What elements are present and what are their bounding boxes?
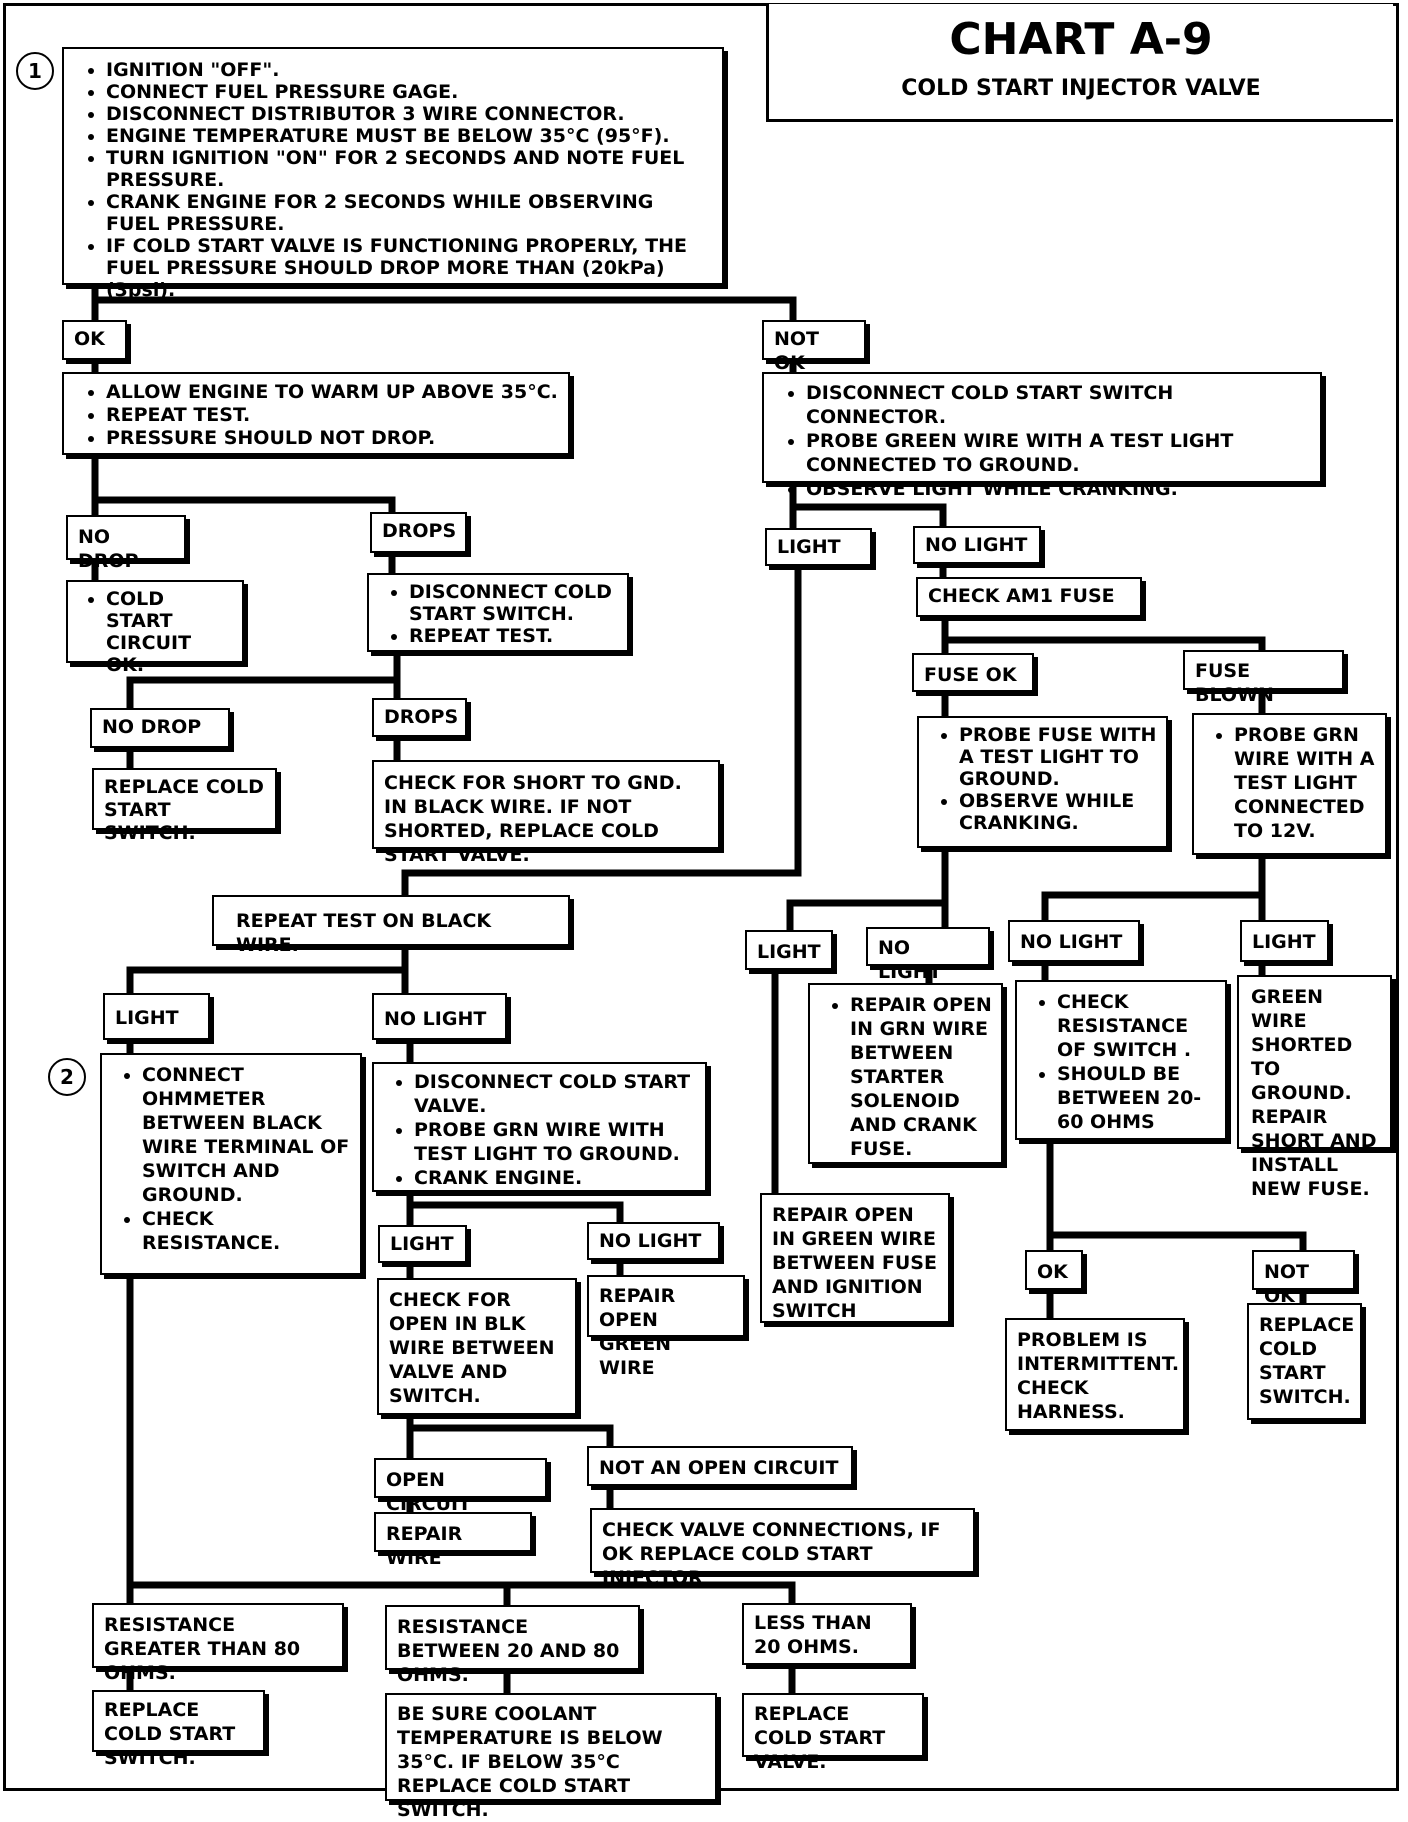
warm-step: PRESSURE SHOULD NOT DROP. bbox=[106, 427, 558, 450]
repair-starter-text: REPAIR OPEN IN GRN WIRE BETWEEN STARTER … bbox=[850, 993, 993, 1161]
resistance-between-box: RESISTANCE BETWEEN 20 AND 80 OHMS. bbox=[385, 1605, 640, 1686]
line-resist-branch bbox=[1046, 1231, 1307, 1254]
check-resistance-step: CHECK RESISTANCE OF SWITCH . bbox=[1057, 990, 1217, 1062]
disconnect-valve-step: CRANK ENGINE. bbox=[414, 1166, 697, 1190]
line-probe-branch bbox=[789, 479, 947, 531]
repair-open-starter-box: REPAIR OPEN IN GRN WIRE BETWEEN STARTER … bbox=[808, 983, 1003, 1164]
repair-open-green-box: REPAIR OPEN GREEN WIRE bbox=[587, 1275, 745, 1379]
chart-title-block: CHART A-9 COLD START INJECTOR VALVE bbox=[766, 4, 1393, 122]
label-light-3: LIGHT bbox=[745, 930, 833, 970]
check-short-box: CHECK FOR SHORT TO GND. IN BLACK WIRE. I… bbox=[372, 760, 720, 866]
label-not-ok-2: NOT OK bbox=[1252, 1250, 1355, 1307]
label-no-drop-1: NO DROP bbox=[66, 515, 186, 572]
check-valve-connections-box: CHECK VALVE CONNECTIONS, IF OK REPLACE C… bbox=[590, 1508, 975, 1589]
start-step: IF COLD START VALVE IS FUNCTIONING PROPE… bbox=[106, 235, 712, 301]
label-no-light-1: NO LIGHT bbox=[913, 526, 1041, 564]
chart-subtitle: COLD START INJECTOR VALVE bbox=[901, 76, 1261, 101]
replace-valve-box: REPLACE COLD START VALVE. bbox=[742, 1693, 924, 1773]
probe-grn-12v-box: PROBE GRN WIRE WITH A TEST LIGHT CONNECT… bbox=[1192, 713, 1387, 855]
green-wire-shorted-box: GREEN WIRE SHORTED TO GROUND. REPAIR SHO… bbox=[1237, 975, 1392, 1200]
probe-step: PROBE GREEN WIRE WITH A TEST LIGHT CONNE… bbox=[806, 429, 1310, 477]
replace-switch-box-3: REPLACE COLD START SWITCH. bbox=[92, 1690, 265, 1769]
chart-title: CHART A-9 bbox=[949, 14, 1213, 65]
label-drops-1: DROPS bbox=[370, 512, 467, 553]
start-step: IGNITION "OFF". bbox=[106, 59, 712, 81]
label-light-4: LIGHT bbox=[1240, 920, 1329, 962]
resistance-less-box: LESS THAN 20 OHMS. bbox=[742, 1603, 912, 1665]
label-ok: OK bbox=[62, 320, 127, 360]
label-light-5: LIGHT bbox=[378, 1225, 467, 1263]
line-light1-to-repeat bbox=[401, 560, 802, 899]
line-disconnect-branch bbox=[126, 648, 401, 712]
line-repeat-branch bbox=[126, 942, 409, 997]
ohmmeter-step: CONNECT OHMMETER BETWEEN BLACK WIRE TERM… bbox=[142, 1063, 352, 1207]
probe-green-wire-box: DISCONNECT COLD START SWITCH CONNECTOR. … bbox=[762, 372, 1322, 500]
label-not-open-circuit: NOT AN OPEN CIRCUIT bbox=[587, 1446, 853, 1486]
probe-step: OBSERVE LIGHT WHILE CRANKING. bbox=[806, 477, 1310, 501]
label-drops-2: DROPS bbox=[372, 698, 467, 737]
line-bottom-bus bbox=[126, 1581, 796, 1607]
warm-up-test-box: ALLOW ENGINE TO WARM UP ABOVE 35°C. REPE… bbox=[62, 372, 570, 455]
probe-12v-step: PROBE GRN WIRE WITH A TEST LIGHT CONNECT… bbox=[1234, 723, 1377, 843]
replace-switch-box-2: REPLACE COLD START SWITCH. bbox=[1247, 1303, 1362, 1420]
start-step: ENGINE TEMPERATURE MUST BE BELOW 35°C (9… bbox=[106, 125, 712, 147]
check-am1-fuse-box: CHECK AM1 FUSE bbox=[916, 577, 1142, 617]
start-instructions-box: IGNITION "OFF". CONNECT FUEL PRESSURE GA… bbox=[62, 47, 724, 301]
probe-fuse-step: PROBE FUSE WITH A TEST LIGHT TO GROUND. bbox=[959, 724, 1158, 790]
disconnect-switch-box: DISCONNECT COLD START SWITCH. REPEAT TES… bbox=[367, 573, 629, 652]
warm-step: REPEAT TEST. bbox=[106, 404, 558, 427]
check-open-blk-box: CHECK FOR OPEN IN BLK WIRE BETWEEN VALVE… bbox=[377, 1278, 577, 1415]
label-light-2: LIGHT bbox=[103, 993, 210, 1040]
step-number-2: 2 bbox=[48, 1058, 86, 1096]
label-light-1: LIGHT bbox=[765, 528, 872, 566]
circuit-ok-box: COLD START CIRCUIT OK. bbox=[66, 580, 244, 676]
connect-ohmmeter-box: CONNECT OHMMETER BETWEEN BLACK WIRE TERM… bbox=[100, 1053, 362, 1275]
problem-intermittent-box: PROBLEM IS INTERMITTENT. CHECK HARNESS. bbox=[1005, 1318, 1185, 1431]
label-fuse-ok: FUSE OK bbox=[912, 653, 1034, 692]
check-switch-resistance-box: CHECK RESISTANCE OF SWITCH . SHOULD BE B… bbox=[1015, 980, 1227, 1140]
line-probefuse-branch bbox=[786, 844, 949, 934]
line-checkblk-branch bbox=[406, 1411, 614, 1450]
label-fuse-blown: FUSE BLOWN bbox=[1183, 650, 1344, 706]
start-step: CONNECT FUEL PRESSURE GAGE. bbox=[106, 81, 712, 103]
disconnect-step: REPEAT TEST. bbox=[409, 625, 619, 647]
repair-wire-box: REPAIR WIRE bbox=[374, 1512, 532, 1569]
label-no-light-4: NO LIGHT bbox=[1008, 920, 1140, 962]
probe-fuse-box: PROBE FUSE WITH A TEST LIGHT TO GROUND. … bbox=[917, 716, 1168, 848]
line-warm-branch bbox=[91, 451, 396, 519]
coolant-temperature-box: BE SURE COOLANT TEMPERATURE IS BELOW 35°… bbox=[385, 1693, 717, 1821]
start-step: DISCONNECT DISTRIBUTOR 3 WIRE CONNECTOR. bbox=[106, 103, 712, 125]
start-step: TURN IGNITION "ON" FOR 2 SECONDS AND NOT… bbox=[106, 147, 712, 191]
label-ok-2: OK bbox=[1025, 1250, 1083, 1290]
circuit-ok-text: COLD START CIRCUIT OK. bbox=[106, 588, 234, 676]
warm-step: ALLOW ENGINE TO WARM UP ABOVE 35°C. bbox=[106, 381, 558, 404]
probe-step: DISCONNECT COLD START SWITCH CONNECTOR. bbox=[806, 381, 1310, 429]
start-step: CRANK ENGINE FOR 2 SECONDS WHILE OBSERVI… bbox=[106, 191, 712, 235]
repeat-test-black-wire-box: REPEAT TEST ON BLACK WIRE. bbox=[212, 895, 570, 956]
label-open-circuit: OPEN CIRCUIT bbox=[374, 1458, 547, 1515]
disconnect-valve-step: DISCONNECT COLD START VALVE. bbox=[414, 1070, 697, 1118]
disconnect-step: DISCONNECT COLD START SWITCH. bbox=[409, 581, 619, 625]
resistance-greater-box: RESISTANCE GREATER THAN 80 OHMS. bbox=[92, 1603, 344, 1684]
line-12v-branch bbox=[1041, 851, 1266, 924]
disconnect-valve-step: PROBE GRN WIRE WITH TEST LIGHT TO GROUND… bbox=[414, 1118, 697, 1166]
label-no-light-2: NO LIGHT bbox=[372, 993, 507, 1040]
replace-switch-box-1: REPLACE COLD START SWITCH. bbox=[92, 768, 277, 844]
label-no-drop-2: NO DROP bbox=[90, 708, 230, 748]
ohmmeter-step: CHECK RESISTANCE. bbox=[142, 1207, 352, 1255]
check-resistance-step: SHOULD BE BETWEEN 20-60 OHMS bbox=[1057, 1062, 1217, 1134]
label-not-ok: NOT OK bbox=[762, 320, 866, 374]
label-no-light-5: NO LIGHT bbox=[587, 1222, 720, 1260]
line-am1-branch bbox=[941, 613, 1266, 657]
disconnect-valve-box: DISCONNECT COLD START VALVE. PROBE GRN W… bbox=[372, 1062, 707, 1192]
line-start-branch bbox=[91, 281, 797, 336]
line-valve-branch bbox=[406, 1188, 624, 1226]
probe-fuse-step: OBSERVE WHILE CRANKING. bbox=[959, 790, 1158, 834]
label-no-light-3: NO LIGHT bbox=[866, 927, 990, 983]
repair-open-fuse-ignition-box: REPAIR OPEN IN GREEN WIRE BETWEEN FUSE A… bbox=[760, 1193, 950, 1323]
step-number-1: 1 bbox=[16, 52, 54, 90]
